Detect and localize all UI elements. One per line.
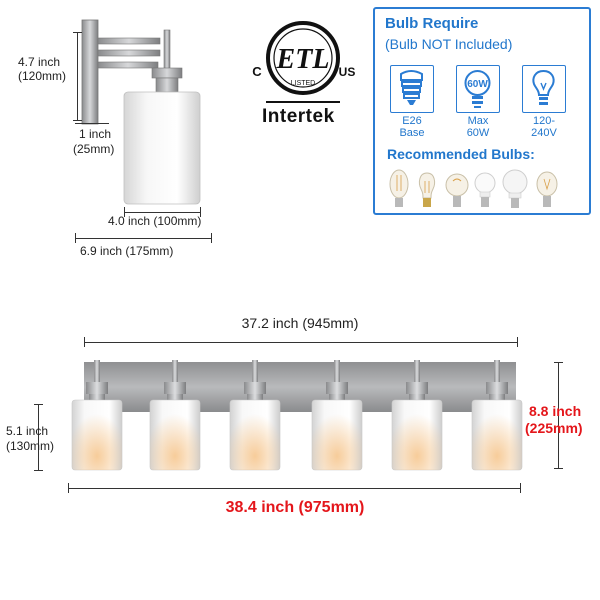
total-height-tick-top	[554, 362, 563, 363]
single-fixture-drawing	[81, 19, 201, 205]
total-height-tick-bottom	[554, 468, 563, 469]
depth-tick-left	[75, 233, 76, 243]
voltage-label: 120- 240V	[531, 115, 557, 139]
etl-c-mark: C	[252, 64, 262, 79]
total-height-dim-line	[558, 362, 559, 468]
etl-us-mark: US	[339, 65, 356, 79]
etl-logo-text: ETL	[276, 44, 330, 75]
shade-height-tick-bottom	[34, 470, 43, 471]
total-width-tick-right	[520, 483, 521, 493]
lamp-2	[149, 360, 201, 471]
depth-label: 6.9 inch (175mm)	[80, 244, 174, 258]
lamp-4	[311, 360, 363, 471]
recommended-bulbs-title: Recommended Bulbs:	[387, 146, 535, 162]
bulb-requirement-panel: Bulb Require (Bulb NOT Included) E26 Bas…	[373, 7, 591, 215]
etl-listed-text: LISTED	[291, 80, 316, 87]
shade-height-label-mm: (130mm)	[6, 439, 55, 453]
lamp-6	[471, 360, 523, 471]
intertek-label: Intertek	[262, 106, 335, 127]
total-height-label-mm: (225mm)	[525, 420, 583, 436]
backplate-width-tick-left	[84, 337, 85, 347]
projection-label-inch: 1 inch	[79, 127, 112, 141]
e26-base-icon	[390, 65, 434, 113]
bulb-panel-title: Bulb Require	[385, 15, 479, 32]
edison-filament-bulb-icon	[389, 169, 409, 207]
globe-filament-bulb-icon	[445, 173, 469, 207]
backplate-width-label: 37.2 inch (945mm)	[241, 315, 359, 331]
total-width-label: 38.4 inch (975mm)	[225, 499, 365, 516]
etl-listed-logo: ETL LISTED C US	[252, 21, 356, 103]
a19-led-bulb-icon	[502, 169, 528, 208]
shade-height-dim-line	[38, 404, 39, 470]
backplate-width-dim-line	[84, 342, 518, 343]
shade-width-label: 4.0 inch (100mm)	[108, 214, 202, 228]
six-light-fixture-drawing	[71, 360, 523, 471]
height-label-inch: 4.7 inch	[18, 55, 61, 69]
projection-dim-line	[75, 123, 109, 124]
depth-tick-right	[211, 233, 212, 243]
led-bulb-icon	[474, 172, 496, 207]
height-dim-tick-bottom	[73, 120, 82, 121]
e26-base-label: E26 Base	[399, 115, 425, 139]
lamp-5	[391, 360, 443, 471]
shade-height-tick-top	[34, 404, 43, 405]
bulb-panel-subtitle: (Bulb NOT Included)	[385, 36, 513, 52]
depth-dim-line	[75, 238, 212, 239]
lamp-3	[229, 360, 281, 471]
max-wattage-label: Max 60W	[466, 115, 490, 139]
shade-height-label-inch: 5.1 inch	[6, 424, 49, 438]
total-width-tick-left	[68, 483, 69, 493]
total-width-dim-line	[68, 488, 521, 489]
height-dim-tick-top	[73, 32, 82, 33]
backplate-width-tick-right	[517, 337, 518, 347]
height-dim-line	[77, 32, 78, 120]
lamp-1	[71, 360, 123, 471]
total-height-label-inch: 8.8 inch	[529, 403, 582, 419]
height-label-mm: (120mm)	[18, 69, 67, 83]
max-wattage-icon: 60W	[456, 65, 500, 113]
lightbulb-icon	[522, 65, 566, 113]
projection-label-mm: (25mm)	[73, 142, 115, 156]
recommended-bulbs-row	[389, 169, 558, 208]
shade-width-tick-right	[200, 207, 201, 217]
clear-filament-bulb-icon	[536, 171, 558, 207]
svg-text:60W: 60W	[467, 79, 488, 90]
shade-width-dim-line	[124, 212, 200, 213]
shade-width-tick-left	[124, 207, 125, 217]
a19-filament-bulb-icon	[418, 172, 436, 207]
